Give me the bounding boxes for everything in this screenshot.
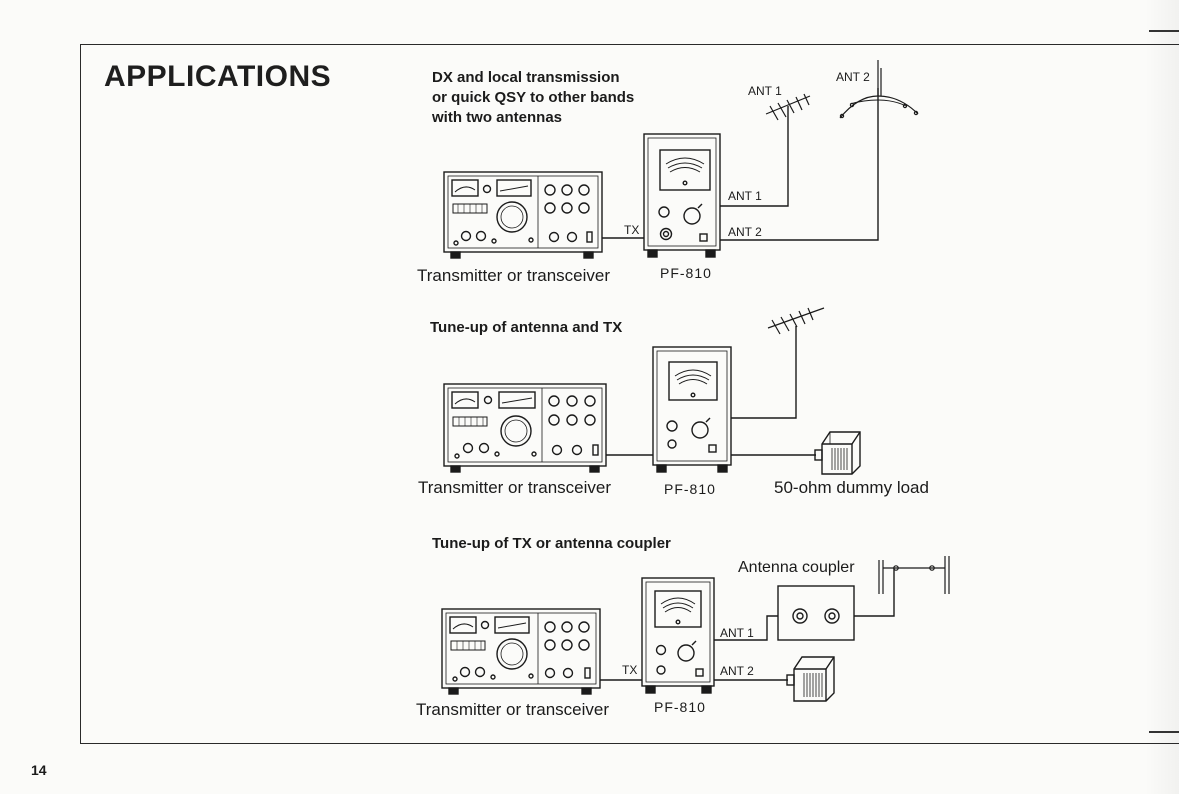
page-number: 14: [31, 762, 47, 778]
ant2-cable: [720, 88, 879, 241]
section-1-title-line: or quick QSY to other bands: [432, 89, 635, 106]
section-1-title-line: DX and local transmission: [432, 69, 620, 86]
dummy-load-icon: [786, 656, 835, 702]
swr-meter-icon: [641, 577, 715, 694]
section-1-title: DX and local transmission or quick QSY t…: [432, 68, 682, 128]
antenna-cable: [731, 326, 797, 419]
content-frame: [80, 44, 1179, 744]
load-label: 50-ohm dummy load: [774, 478, 929, 497]
coupler-cable: [854, 568, 895, 617]
ant1-cable: [714, 615, 778, 641]
swr-meter-icon: [652, 346, 732, 473]
edge-mark: [1149, 30, 1179, 32]
transmitter-icon: [443, 383, 607, 473]
yagi-antenna-icon: [765, 93, 811, 121]
antenna1-label: ANT 1: [748, 84, 782, 98]
coupler-label: Antenna coupler: [738, 559, 855, 576]
edge-mark: [1149, 731, 1179, 733]
ant1-cable: [720, 106, 789, 207]
dipole-antenna-icon: [878, 556, 950, 594]
meter-label: PF-810: [664, 481, 716, 497]
meter-label: PF-810: [660, 265, 712, 281]
dummy-load-icon: [814, 431, 861, 475]
section-2-diagram: [443, 307, 861, 475]
transmitter-label: Transmitter or transceiver: [418, 478, 611, 497]
tx-label: TX: [624, 223, 639, 237]
transmitter-label: Transmitter or transceiver: [417, 266, 610, 285]
section-1-title-line: with two antennas: [432, 109, 563, 126]
page-edge-shadow: [1145, 0, 1179, 794]
antenna-coupler-icon: [777, 585, 855, 641]
section-2-title: Tune-up of antenna and TX: [430, 319, 623, 336]
transmitter-icon: [443, 171, 603, 259]
port-ant2-label: ANT 2: [720, 664, 754, 678]
section-3-title: Tune-up of TX or antenna coupler: [432, 535, 671, 552]
yagi-antenna-icon: [767, 307, 825, 335]
transmitter-label: Transmitter or transceiver: [416, 700, 609, 719]
meter-label: PF-810: [654, 699, 706, 715]
transmitter-icon: [441, 608, 601, 695]
page-title: APPLICATIONS: [104, 60, 332, 93]
antenna2-label: ANT 2: [836, 70, 870, 84]
port-ant2-label: ANT 2: [728, 225, 762, 239]
tx-label: TX: [622, 663, 637, 677]
port-ant1-label: ANT 1: [728, 189, 762, 203]
dipole-antenna-icon: [839, 60, 919, 119]
swr-meter-icon: [643, 133, 721, 258]
port-ant1-label: ANT 1: [720, 626, 754, 640]
section-3-diagram: [441, 556, 950, 702]
